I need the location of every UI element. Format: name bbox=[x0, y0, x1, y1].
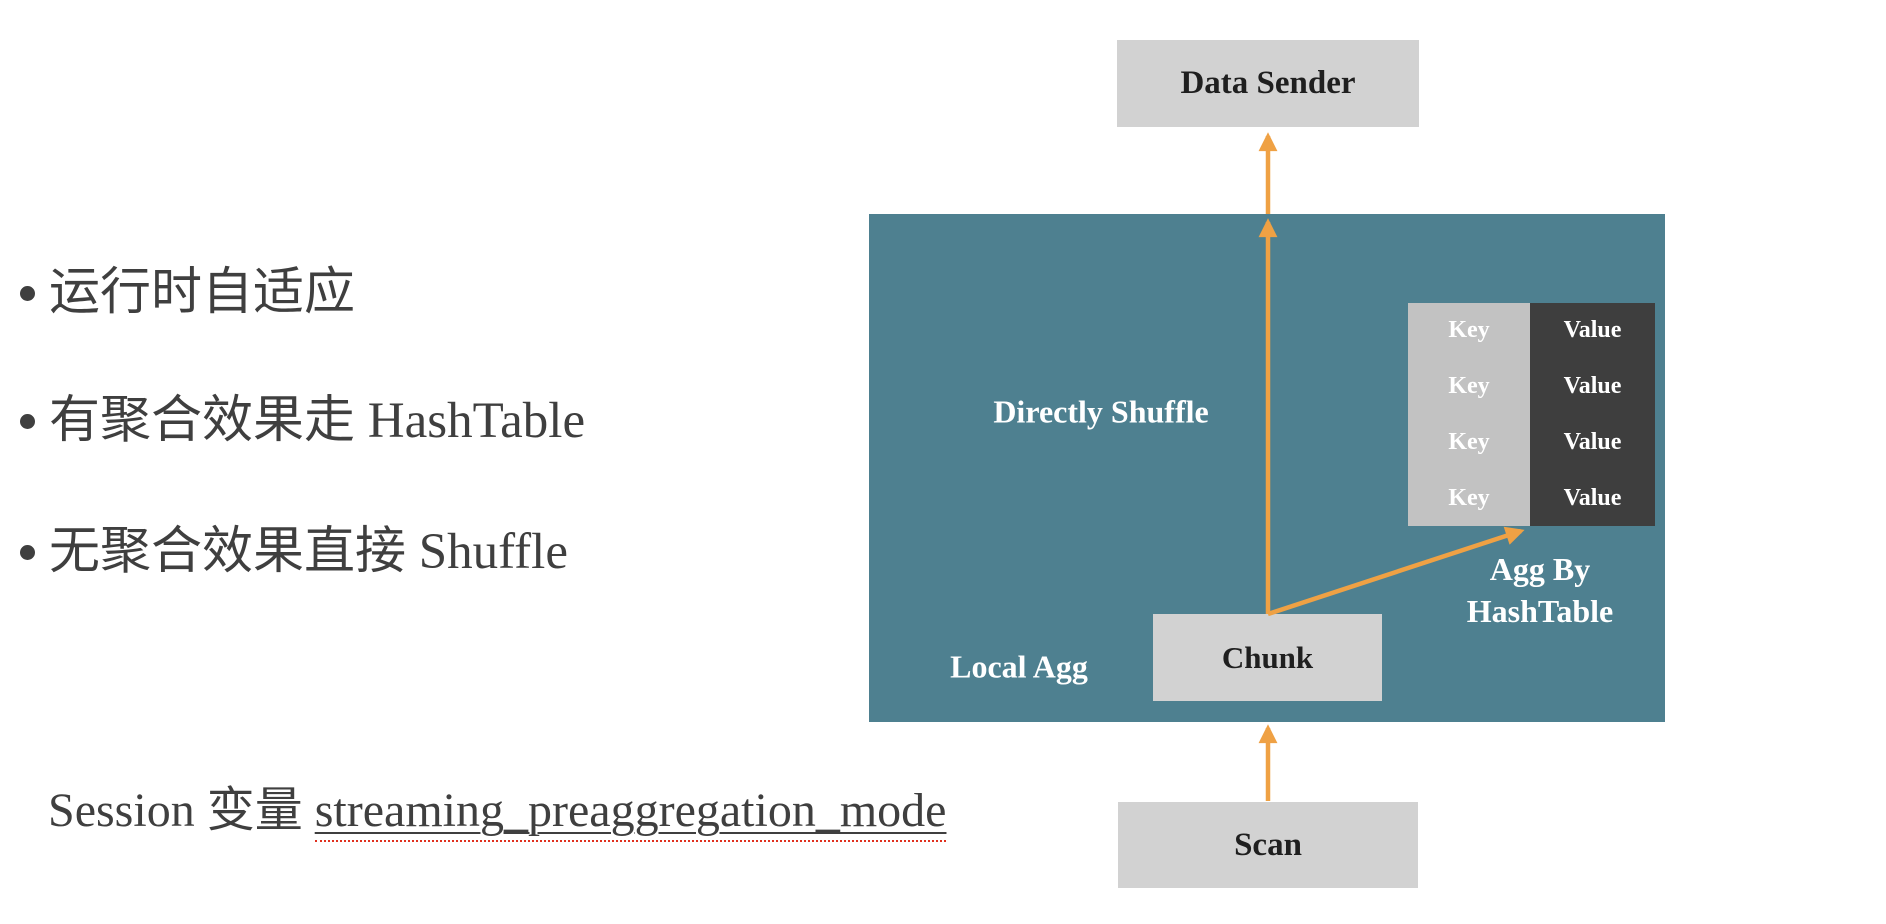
bullet-dot-icon bbox=[20, 413, 35, 429]
data-sender-node: Data Sender bbox=[1117, 40, 1419, 127]
value-cell: Value bbox=[1530, 358, 1655, 415]
bullet-text: 有聚合效果走 HashTable bbox=[49, 393, 586, 449]
key-cell: Key bbox=[1408, 414, 1530, 471]
agg-by-line2: HashTable bbox=[1466, 593, 1614, 629]
session-variable-note: Session 变量 streaming_preaggregation_mode bbox=[48, 782, 947, 842]
data-sender-label: Data Sender bbox=[1180, 65, 1356, 101]
kv-row: Key Value bbox=[1408, 358, 1655, 415]
bullet-text: 运行时自适应 bbox=[49, 265, 356, 321]
bullet-runtime-adaptive: 运行时自适应 bbox=[20, 264, 355, 323]
agg-by-hashtable-label: Agg By HashTable bbox=[1467, 548, 1613, 632]
session-note-prefix: Session 变量 bbox=[48, 784, 315, 837]
value-cell: Value bbox=[1530, 414, 1655, 471]
key-cell: Key bbox=[1408, 358, 1530, 415]
session-variable-name: streaming_preaggregation_mode bbox=[314, 784, 947, 842]
agg-by-line1: Agg By bbox=[1489, 550, 1591, 587]
bullet-agg-effective-hashtable: 有聚合效果走 HashTable bbox=[20, 392, 585, 451]
chunk-node: Chunk bbox=[1153, 614, 1382, 701]
directly-shuffle-label: Directly Shuffle bbox=[993, 393, 1209, 430]
key-cell: Key bbox=[1408, 303, 1530, 359]
value-cell: Value bbox=[1530, 470, 1655, 526]
bullet-no-agg-direct-shuffle: 无聚合效果直接 Shuffle bbox=[20, 523, 568, 582]
bullet-text: 无聚合效果直接 Shuffle bbox=[49, 524, 568, 580]
hashtable-key-value-table: Key Value Key Value Key Value Key Value bbox=[1408, 303, 1655, 526]
local-agg-label: Local Agg bbox=[950, 648, 1088, 685]
value-cell: Value bbox=[1530, 303, 1655, 359]
chunk-label: Chunk bbox=[1221, 639, 1314, 675]
kv-row: Key Value bbox=[1408, 470, 1655, 526]
scan-label: Scan bbox=[1234, 826, 1302, 863]
kv-row: Key Value bbox=[1408, 303, 1655, 359]
bullet-dot-icon bbox=[20, 544, 35, 560]
key-cell: Key bbox=[1408, 470, 1530, 526]
scan-node: Scan bbox=[1118, 802, 1418, 888]
kv-row: Key Value bbox=[1408, 414, 1655, 471]
bullet-dot-icon bbox=[20, 285, 35, 301]
